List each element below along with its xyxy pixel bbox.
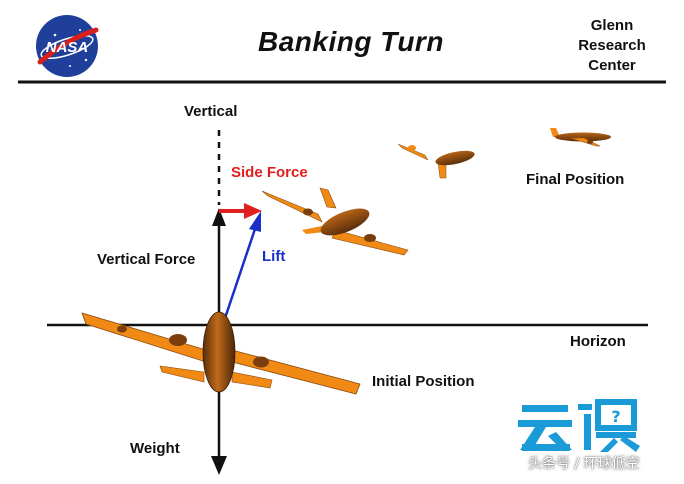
vertical-label: Vertical bbox=[184, 103, 238, 120]
aircraft-initial bbox=[81, 311, 361, 395]
watermark-logo: ? bbox=[518, 399, 640, 452]
lift-arrow bbox=[219, 211, 261, 331]
nasa-logo-text: NASA bbox=[46, 39, 89, 56]
nasa-logo: NASA bbox=[36, 15, 99, 77]
organization-line-2: Research bbox=[578, 37, 646, 54]
horizon-label: Horizon bbox=[570, 333, 626, 350]
organization-name: Glenn Research Center bbox=[570, 16, 654, 76]
final-position-label: Final Position bbox=[526, 171, 625, 188]
lift-label: Lift bbox=[262, 248, 286, 265]
aircraft-mid bbox=[261, 187, 409, 256]
aircraft-final bbox=[550, 128, 611, 147]
vertical-force-label: Vertical Force bbox=[97, 251, 196, 268]
organization-line-3: Center bbox=[588, 57, 636, 74]
side-force-arrow bbox=[219, 203, 262, 219]
svg-text:?: ? bbox=[611, 407, 620, 426]
weight-label: Weight bbox=[130, 440, 180, 457]
initial-position-label: Initial Position bbox=[372, 373, 475, 390]
aircraft-upper bbox=[397, 143, 475, 179]
side-force-label: Side Force bbox=[231, 164, 308, 181]
page-title: Banking Turn bbox=[258, 26, 444, 57]
organization-line-1: Glenn bbox=[590, 17, 634, 34]
watermark-caption: 头条号 / 环球低空 bbox=[528, 456, 640, 472]
